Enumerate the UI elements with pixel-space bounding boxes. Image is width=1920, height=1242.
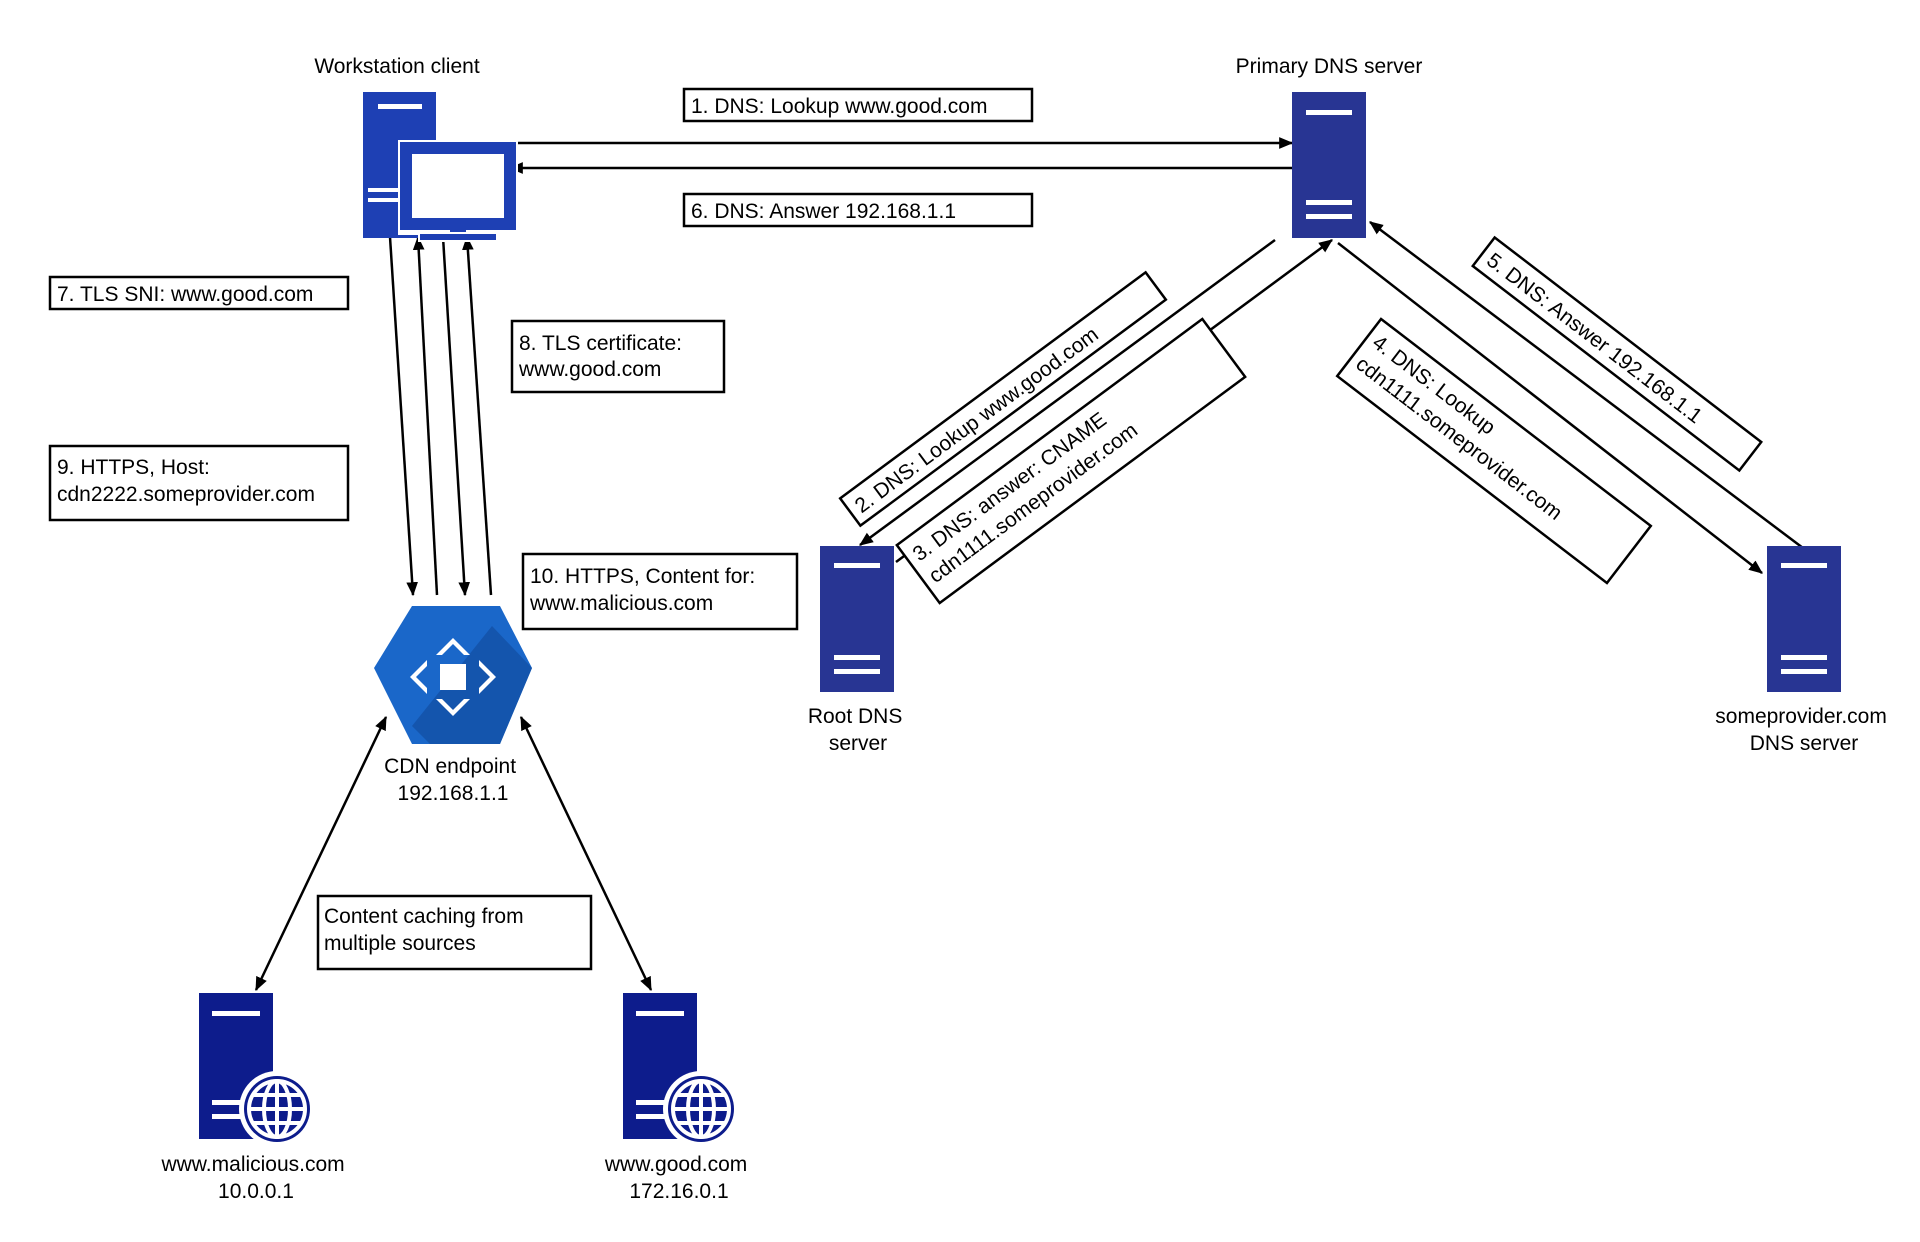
dns-server-icon <box>1292 92 1366 238</box>
malicious-label: www.malicious.com 10.0.0.1 <box>160 1153 350 1203</box>
good-origin-server: www.good.com 172.16.0.1 <box>604 993 753 1203</box>
web-server-icon <box>199 993 315 1147</box>
globe-icon <box>247 1079 307 1139</box>
message-box-10: 10. HTTPS, Content for: www.malicious.co… <box>521 552 799 631</box>
edge-root-lookup <box>859 238 1276 547</box>
svg-text:1. DNS: Lookup www.good.com: 1. DNS: Lookup www.good.com <box>691 95 987 118</box>
edge-https-host <box>441 236 471 597</box>
edge-tls-sni <box>388 236 418 597</box>
primary-dns-label: Primary DNS server <box>1236 55 1423 78</box>
svg-text:9. HTTPS, Host: cdn222: 9. HTTPS, Host: cdn2222.someprovider.com <box>57 456 315 506</box>
provider-dns-label: someprovider.com DNS server <box>1715 705 1892 755</box>
message-box-6: 6. DNS: Answer 192.168.1.1 <box>682 192 1034 228</box>
root-dns-label: Root DNS server <box>808 705 908 755</box>
workstation-label: Workstation client <box>314 55 480 78</box>
edge-cdn-good <box>519 715 653 992</box>
svg-text:5. DNS: Answer 192.168.1.1: 5. DNS: Answer 192.168.1.1 <box>1482 249 1706 429</box>
svg-text:8. TLS certificate: ww: 8. TLS certificate: www.good.com <box>518 332 688 381</box>
svg-text:10. HTTPS, Content for:: 10. HTTPS, Content for: www.malicious.co… <box>529 565 761 615</box>
malicious-origin-server: www.malicious.com 10.0.0.1 <box>160 993 350 1203</box>
edge-cdn-malicious <box>254 715 388 992</box>
message-box-8: 8. TLS certificate: www.good.com <box>510 319 726 394</box>
edge-provider-lookup <box>1337 242 1763 574</box>
primary-dns-server: Primary DNS server <box>1236 55 1423 238</box>
edge-https-content <box>462 235 493 596</box>
caching-note: Content caching from multiple sources <box>316 894 593 971</box>
cdn-hexagon-icon <box>374 606 532 744</box>
message-box-7: 7. TLS SNI: www.good.com <box>48 275 350 311</box>
svg-text:6. DNS: Answer 192.168.1.1: 6. DNS: Answer 192.168.1.1 <box>691 200 956 223</box>
edge-tls-cert <box>412 235 439 596</box>
provider-dns-server: someprovider.com DNS server <box>1715 546 1892 755</box>
root-dns-server: Root DNS server <box>808 546 908 755</box>
dns-server-icon <box>1767 546 1841 692</box>
good-label: www.good.com 172.16.0.1 <box>604 1153 753 1203</box>
svg-text:7. TLS SNI: www.good.com: 7. TLS SNI: www.good.com <box>57 283 313 306</box>
cdn-endpoint: CDN endpoint 192.168.1.1 <box>374 606 532 805</box>
message-box-9: 9. HTTPS, Host: cdn2222.someprovider.com <box>48 444 350 522</box>
workstation-icon <box>363 92 518 242</box>
message-box-1: 1. DNS: Lookup www.good.com <box>682 87 1034 123</box>
web-server-icon <box>623 993 739 1147</box>
cdn-label: CDN endpoint 192.168.1.1 <box>384 755 522 805</box>
dns-server-icon <box>820 546 894 692</box>
svg-text:Content caching from m: Content caching from multiple sources <box>324 905 529 955</box>
globe-icon <box>671 1079 731 1139</box>
workstation-client: Workstation client <box>314 55 518 242</box>
message-labels: 1. DNS: Lookup www.good.com 6. DNS: Answ… <box>48 87 1763 971</box>
edges <box>254 137 1804 992</box>
edge-provider-answer <box>1369 221 1804 549</box>
